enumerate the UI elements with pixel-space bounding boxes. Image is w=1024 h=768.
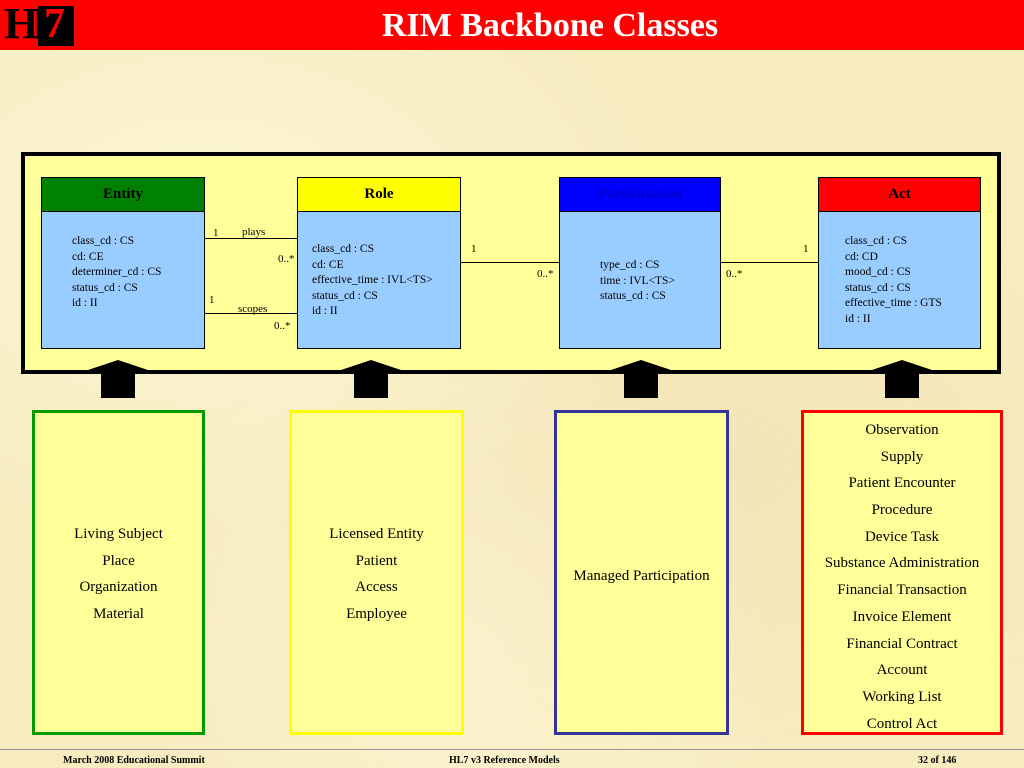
- participation-class: Participation type_cd : CS time : IVL<TS…: [559, 177, 721, 349]
- entity-inheritance-arrow: [88, 360, 148, 398]
- participation-attr: type_cd : CS: [600, 259, 660, 271]
- list-item: Living Subject: [74, 526, 163, 542]
- footer-divider: [0, 749, 1024, 750]
- plays-label: plays: [242, 226, 266, 238]
- list-item: Account: [876, 662, 928, 679]
- logo-seven-box: [38, 6, 74, 46]
- role-attr: id : II: [312, 305, 338, 317]
- list-item: Patient Encounter: [848, 475, 956, 492]
- role-attributes: class_cd : CS cd: CE effective_time : IV…: [298, 212, 460, 320]
- act-class: Act class_cd : CS cd: CD mood_cd : CS st…: [818, 177, 981, 349]
- list-item: Financial Contract: [846, 635, 958, 652]
- entity-attr: id : II: [72, 297, 98, 309]
- list-item: Material: [93, 606, 144, 623]
- role-attr: cd: CE: [312, 258, 344, 271]
- act-participation-line: [721, 262, 818, 263]
- role-participation-line: [460, 262, 559, 263]
- act-attr: status_cd : CS: [845, 281, 911, 294]
- scopes-label: scopes: [238, 303, 268, 315]
- participation-attributes: type_cd : CS time : IVL<TS> status_cd : …: [560, 212, 720, 305]
- participation-subclasses-box: Managed Participation: [554, 410, 729, 735]
- act-subclasses-list: Observation Supply Patient Encounter Pro…: [804, 417, 1000, 737]
- plays-line: [205, 238, 297, 239]
- entity-attributes: class_cd : CS cd: CE determiner_cd : CS …: [42, 212, 204, 312]
- act-attr: cd: CD: [845, 250, 878, 263]
- list-item: Control Act: [866, 715, 938, 732]
- list-item: Managed Participation: [573, 568, 710, 584]
- act-attributes: class_cd : CS cd: CD mood_cd : CS status…: [819, 212, 980, 327]
- list-item: Access: [355, 579, 398, 596]
- plays-source-multiplicity: 1: [213, 227, 219, 239]
- role-participation-source-multiplicity: 1: [471, 243, 477, 255]
- act-participation-source-multiplicity: 1: [803, 243, 809, 255]
- scopes-source-multiplicity: 1: [209, 294, 215, 306]
- role-subclasses-list: Licensed Entity Patient Access Employee: [292, 521, 461, 628]
- entity-attr: cd: CE: [72, 250, 104, 263]
- plays-target-multiplicity: 0..*: [278, 253, 295, 265]
- scopes-target-multiplicity: 0..*: [274, 320, 291, 332]
- list-item: Place: [102, 552, 135, 569]
- participation-inheritance-arrow: [611, 360, 671, 398]
- footer-center: HL7 v3 Reference Models: [449, 755, 560, 766]
- participation-class-header: Participation: [560, 178, 720, 212]
- list-item: Licensed Entity: [329, 526, 424, 542]
- act-participation-target-multiplicity: 0..*: [726, 268, 743, 280]
- role-attr: effective_time : IVL<TS>: [312, 274, 433, 286]
- role-class-header: Role: [298, 178, 460, 212]
- act-attr: class_cd : CS: [845, 235, 907, 247]
- entity-attr: status_cd : CS: [72, 281, 138, 294]
- role-attr: status_cd : CS: [312, 289, 378, 302]
- scopes-line: [205, 313, 297, 314]
- role-class: Role class_cd : CS cd: CE effective_time…: [297, 177, 461, 349]
- entity-class-header: Entity: [42, 178, 204, 212]
- act-attr: effective_time : GTS: [845, 297, 942, 309]
- act-attr: mood_cd : CS: [845, 266, 911, 278]
- list-item: Substance Administration: [824, 555, 980, 572]
- entity-class: Entity class_cd : CS cd: CE determiner_c…: [41, 177, 205, 349]
- list-item: Supply: [880, 448, 924, 465]
- page-title: RIM Backbone Classes: [381, 7, 719, 44]
- entity-attr: determiner_cd : CS: [72, 266, 162, 278]
- list-item: Patient: [355, 552, 398, 569]
- entity-subclasses-box: Living Subject Place Organization Materi…: [32, 410, 205, 735]
- list-item: Procedure: [871, 502, 933, 519]
- footer-left: March 2008 Educational Summit: [63, 755, 205, 766]
- act-inheritance-arrow: [872, 360, 932, 398]
- entity-subclasses-list: Living Subject Place Organization Materi…: [35, 521, 202, 628]
- role-participation-target-multiplicity: 0..*: [537, 268, 554, 280]
- act-subclasses-box: Observation Supply Patient Encounter Pro…: [801, 410, 1003, 735]
- list-item: Observation: [865, 422, 939, 438]
- hl7-logo: HL 7: [0, 0, 78, 50]
- list-item: Organization: [79, 579, 158, 596]
- role-inheritance-arrow: [341, 360, 401, 398]
- list-item: Working List: [862, 688, 942, 705]
- participation-subclasses-list: Managed Participation: [557, 563, 726, 590]
- list-item: Invoice Element: [852, 608, 952, 625]
- logo-seven-text: 7: [44, 1, 65, 47]
- role-attr: class_cd : CS: [312, 243, 374, 255]
- participation-attr: status_cd : CS: [600, 290, 666, 302]
- list-item: Financial Transaction: [837, 582, 967, 599]
- act-attr: id : II: [845, 312, 871, 325]
- act-class-header: Act: [819, 178, 980, 212]
- list-item: Device Task: [864, 528, 940, 545]
- role-subclasses-box: Licensed Entity Patient Access Employee: [289, 410, 464, 735]
- list-item: Employee: [346, 606, 407, 623]
- participation-attr: time : IVL<TS>: [600, 274, 675, 287]
- title-bar: [0, 0, 1024, 50]
- footer-right: 32 of 146: [918, 755, 957, 766]
- entity-attr: class_cd : CS: [72, 235, 134, 247]
